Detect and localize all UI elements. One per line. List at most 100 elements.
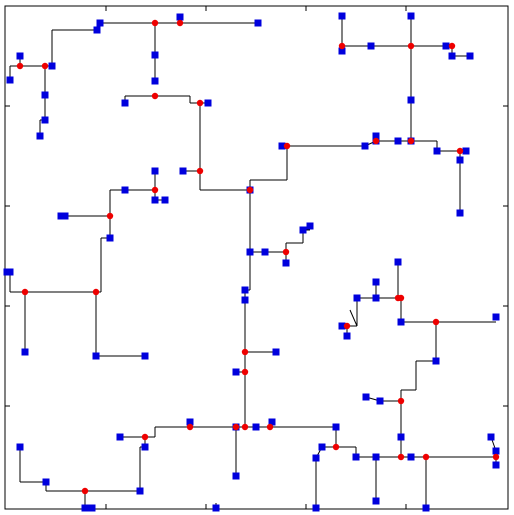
steiner-point xyxy=(151,19,159,27)
terminal-node xyxy=(338,47,346,55)
steiner-point xyxy=(432,318,440,326)
tree-edge xyxy=(349,309,358,327)
terminal-node xyxy=(232,472,240,480)
terminal-node xyxy=(462,147,470,155)
terminal-node xyxy=(487,433,495,441)
terminal-node xyxy=(121,186,129,194)
steiner-point xyxy=(232,423,240,431)
terminal-node xyxy=(361,142,369,150)
steiner-point xyxy=(343,322,351,330)
terminal-node xyxy=(353,294,361,302)
steiner-point xyxy=(196,167,204,175)
terminal-node xyxy=(432,357,440,365)
plot-frame xyxy=(4,5,509,510)
steiner-point xyxy=(492,453,500,461)
steiner-point xyxy=(397,453,405,461)
terminal-node xyxy=(161,196,169,204)
terminal-node xyxy=(232,368,240,376)
steiner-point xyxy=(266,423,274,431)
terminal-node xyxy=(372,132,380,140)
terminal-node xyxy=(362,393,370,401)
terminal-node xyxy=(48,62,56,70)
steiner-point xyxy=(241,423,249,431)
terminal-node xyxy=(151,51,159,59)
terminal-node xyxy=(282,259,290,267)
terminal-node xyxy=(212,504,220,512)
terminal-node xyxy=(36,132,44,140)
terminal-node xyxy=(241,286,249,294)
terminal-node xyxy=(492,313,500,321)
steiner-point xyxy=(41,62,49,70)
steiner-point xyxy=(151,92,159,100)
terminal-node xyxy=(179,167,187,175)
terminal-node xyxy=(442,42,450,50)
terminal-node xyxy=(246,248,254,256)
terminal-node xyxy=(397,318,405,326)
terminal-node xyxy=(407,96,415,104)
terminal-node xyxy=(376,397,384,405)
steiner-point xyxy=(422,453,430,461)
terminal-node xyxy=(306,222,314,230)
terminal-node xyxy=(21,348,29,356)
terminal-node xyxy=(42,478,50,486)
terminal-node xyxy=(141,352,149,360)
terminal-node xyxy=(448,52,456,60)
terminal-node xyxy=(254,19,262,27)
terminal-node xyxy=(466,52,474,60)
steiner-point xyxy=(186,423,194,431)
steiner-points xyxy=(16,19,500,495)
terminal-node xyxy=(278,142,286,150)
terminal-node xyxy=(394,258,402,266)
terminal-node xyxy=(186,418,194,426)
steiner-point xyxy=(106,212,114,220)
terminal-node xyxy=(456,209,464,217)
terminal-node xyxy=(394,137,402,145)
steiner-point xyxy=(151,186,159,194)
steiner-point xyxy=(241,348,249,356)
terminal-node xyxy=(151,167,159,175)
terminal-node xyxy=(367,42,375,50)
terminal-node xyxy=(141,443,149,451)
terminal-node xyxy=(61,212,69,220)
terminal-node xyxy=(312,504,320,512)
terminal-node xyxy=(492,461,500,469)
steiner-point xyxy=(21,288,29,296)
terminal-node xyxy=(352,453,360,461)
terminal-node xyxy=(16,52,24,60)
terminal-node xyxy=(151,196,159,204)
terminal-node xyxy=(136,487,144,495)
terminal-node xyxy=(204,99,212,107)
steiner-point xyxy=(81,487,89,495)
terminal-node xyxy=(299,226,307,234)
terminal-node xyxy=(312,454,320,462)
steiner-point xyxy=(397,294,405,302)
terminal-node xyxy=(151,77,159,85)
terminal-node xyxy=(6,76,14,84)
steiner-point xyxy=(246,186,254,194)
terminal-node xyxy=(88,504,96,512)
steiner-point xyxy=(372,137,380,145)
steiner-point xyxy=(196,99,204,107)
terminal-node xyxy=(6,268,14,276)
terminal-node xyxy=(492,447,500,455)
terminal-node xyxy=(106,234,114,242)
terminal-node xyxy=(176,13,184,21)
steiner-point xyxy=(92,288,100,296)
steiner-point xyxy=(332,443,340,451)
terminal-node xyxy=(57,212,65,220)
terminal-node xyxy=(241,296,249,304)
steiner-point xyxy=(176,19,184,27)
steiner-point xyxy=(16,62,24,70)
steiner-point xyxy=(283,142,291,150)
terminal-node xyxy=(407,12,415,20)
terminal-node xyxy=(407,453,415,461)
terminal-node xyxy=(318,443,326,451)
terminal-node xyxy=(422,504,430,512)
terminal-node xyxy=(121,99,129,107)
steiner-point xyxy=(338,42,346,50)
steiner-point xyxy=(141,433,149,441)
terminal-node xyxy=(81,504,89,512)
terminal-node xyxy=(116,433,124,441)
terminal-node xyxy=(16,443,24,451)
